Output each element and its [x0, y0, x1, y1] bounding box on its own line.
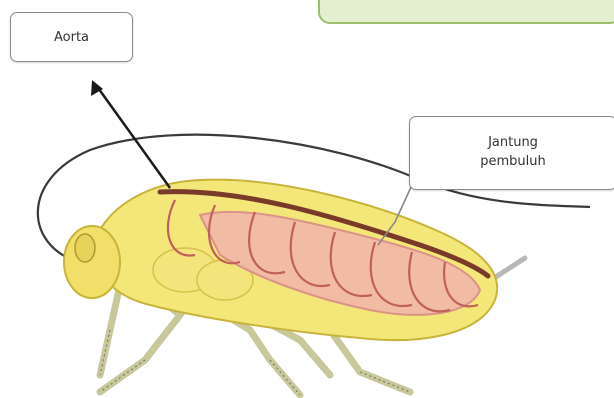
insect-eye: [75, 234, 95, 262]
jantung-label-line1: Jantung: [488, 134, 538, 153]
aorta-label-text: Aorta: [54, 30, 89, 45]
jantung-pembuluh-label: Jantung pembuluh: [409, 116, 614, 190]
jantung-label-line2: pembuluh: [480, 153, 546, 172]
aorta-label: Aorta: [10, 12, 133, 62]
